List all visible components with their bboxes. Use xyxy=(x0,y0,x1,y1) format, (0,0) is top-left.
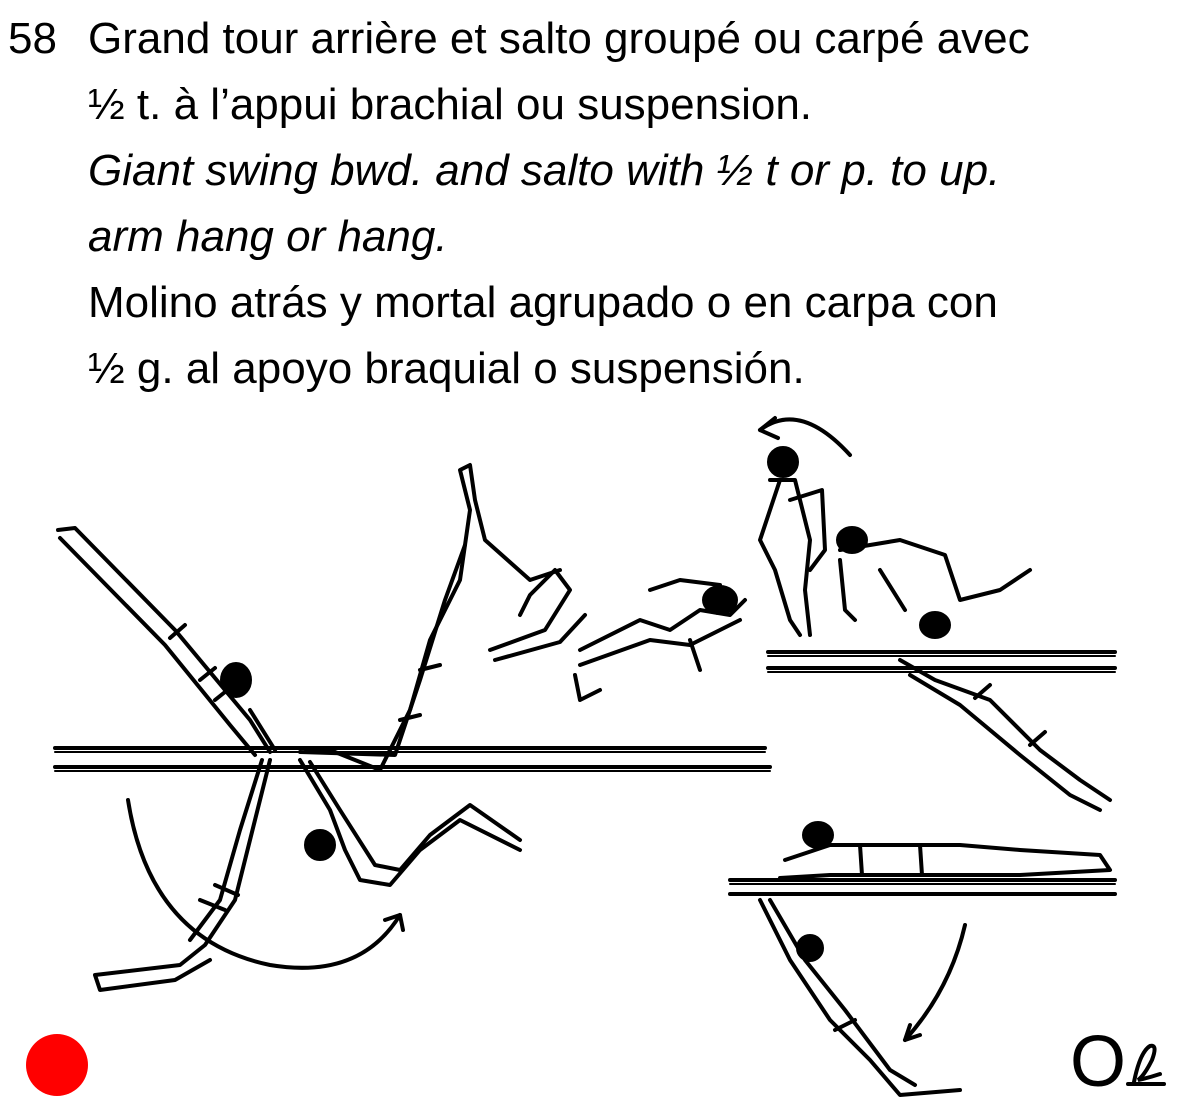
difficulty-value: O xyxy=(1070,1022,1170,1102)
swing-down-arrowhead xyxy=(903,1023,922,1042)
gymnast-figure-hang xyxy=(758,898,967,1097)
gymnast-figure-swing xyxy=(93,758,522,992)
turn-arrowhead xyxy=(758,416,780,440)
parallel-bars-upper-right xyxy=(766,650,1117,673)
element-description: Grand tour arrière et salto groupé ou ca… xyxy=(88,6,1196,402)
gymnast-figure-rising xyxy=(298,463,562,772)
description-english-line-2: arm hang or hang. xyxy=(88,212,448,261)
swing-arrowhead xyxy=(383,913,405,932)
element-number: 58 xyxy=(8,14,57,63)
difficulty-value-letter: O xyxy=(1070,1022,1126,1102)
swing-arrow xyxy=(126,798,402,970)
gymnast-figure-arm-hang xyxy=(898,658,1112,812)
gymnast-figure-lying xyxy=(778,821,1112,880)
gymnast-figure-salto xyxy=(488,568,747,702)
gymnast-figure-turn xyxy=(758,416,1032,639)
description-spanish-line-1: Molino atrás y mortal agrupado o en carp… xyxy=(88,278,998,327)
gymnast-figure-handstand xyxy=(56,526,277,757)
description-english-line-1: Giant swing bwd. and salto with ½ t or p… xyxy=(88,146,1001,195)
description-french-line-1: Grand tour arrière et salto groupé ou ca… xyxy=(88,14,1030,63)
description-spanish-line-2: ½ g. al apoyo braquial o suspensión. xyxy=(88,344,805,393)
red-marker-dot xyxy=(26,1034,88,1096)
handwritten-mark-icon xyxy=(1126,1043,1167,1086)
description-french-line-2: ½ t. à l’appui brachial ou suspension. xyxy=(88,80,813,129)
swing-down-arrow xyxy=(903,923,967,1042)
parallel-bars-main xyxy=(53,746,772,772)
gymnastics-illustration xyxy=(53,416,1117,1097)
parallel-bars-lower-right xyxy=(728,878,1117,896)
